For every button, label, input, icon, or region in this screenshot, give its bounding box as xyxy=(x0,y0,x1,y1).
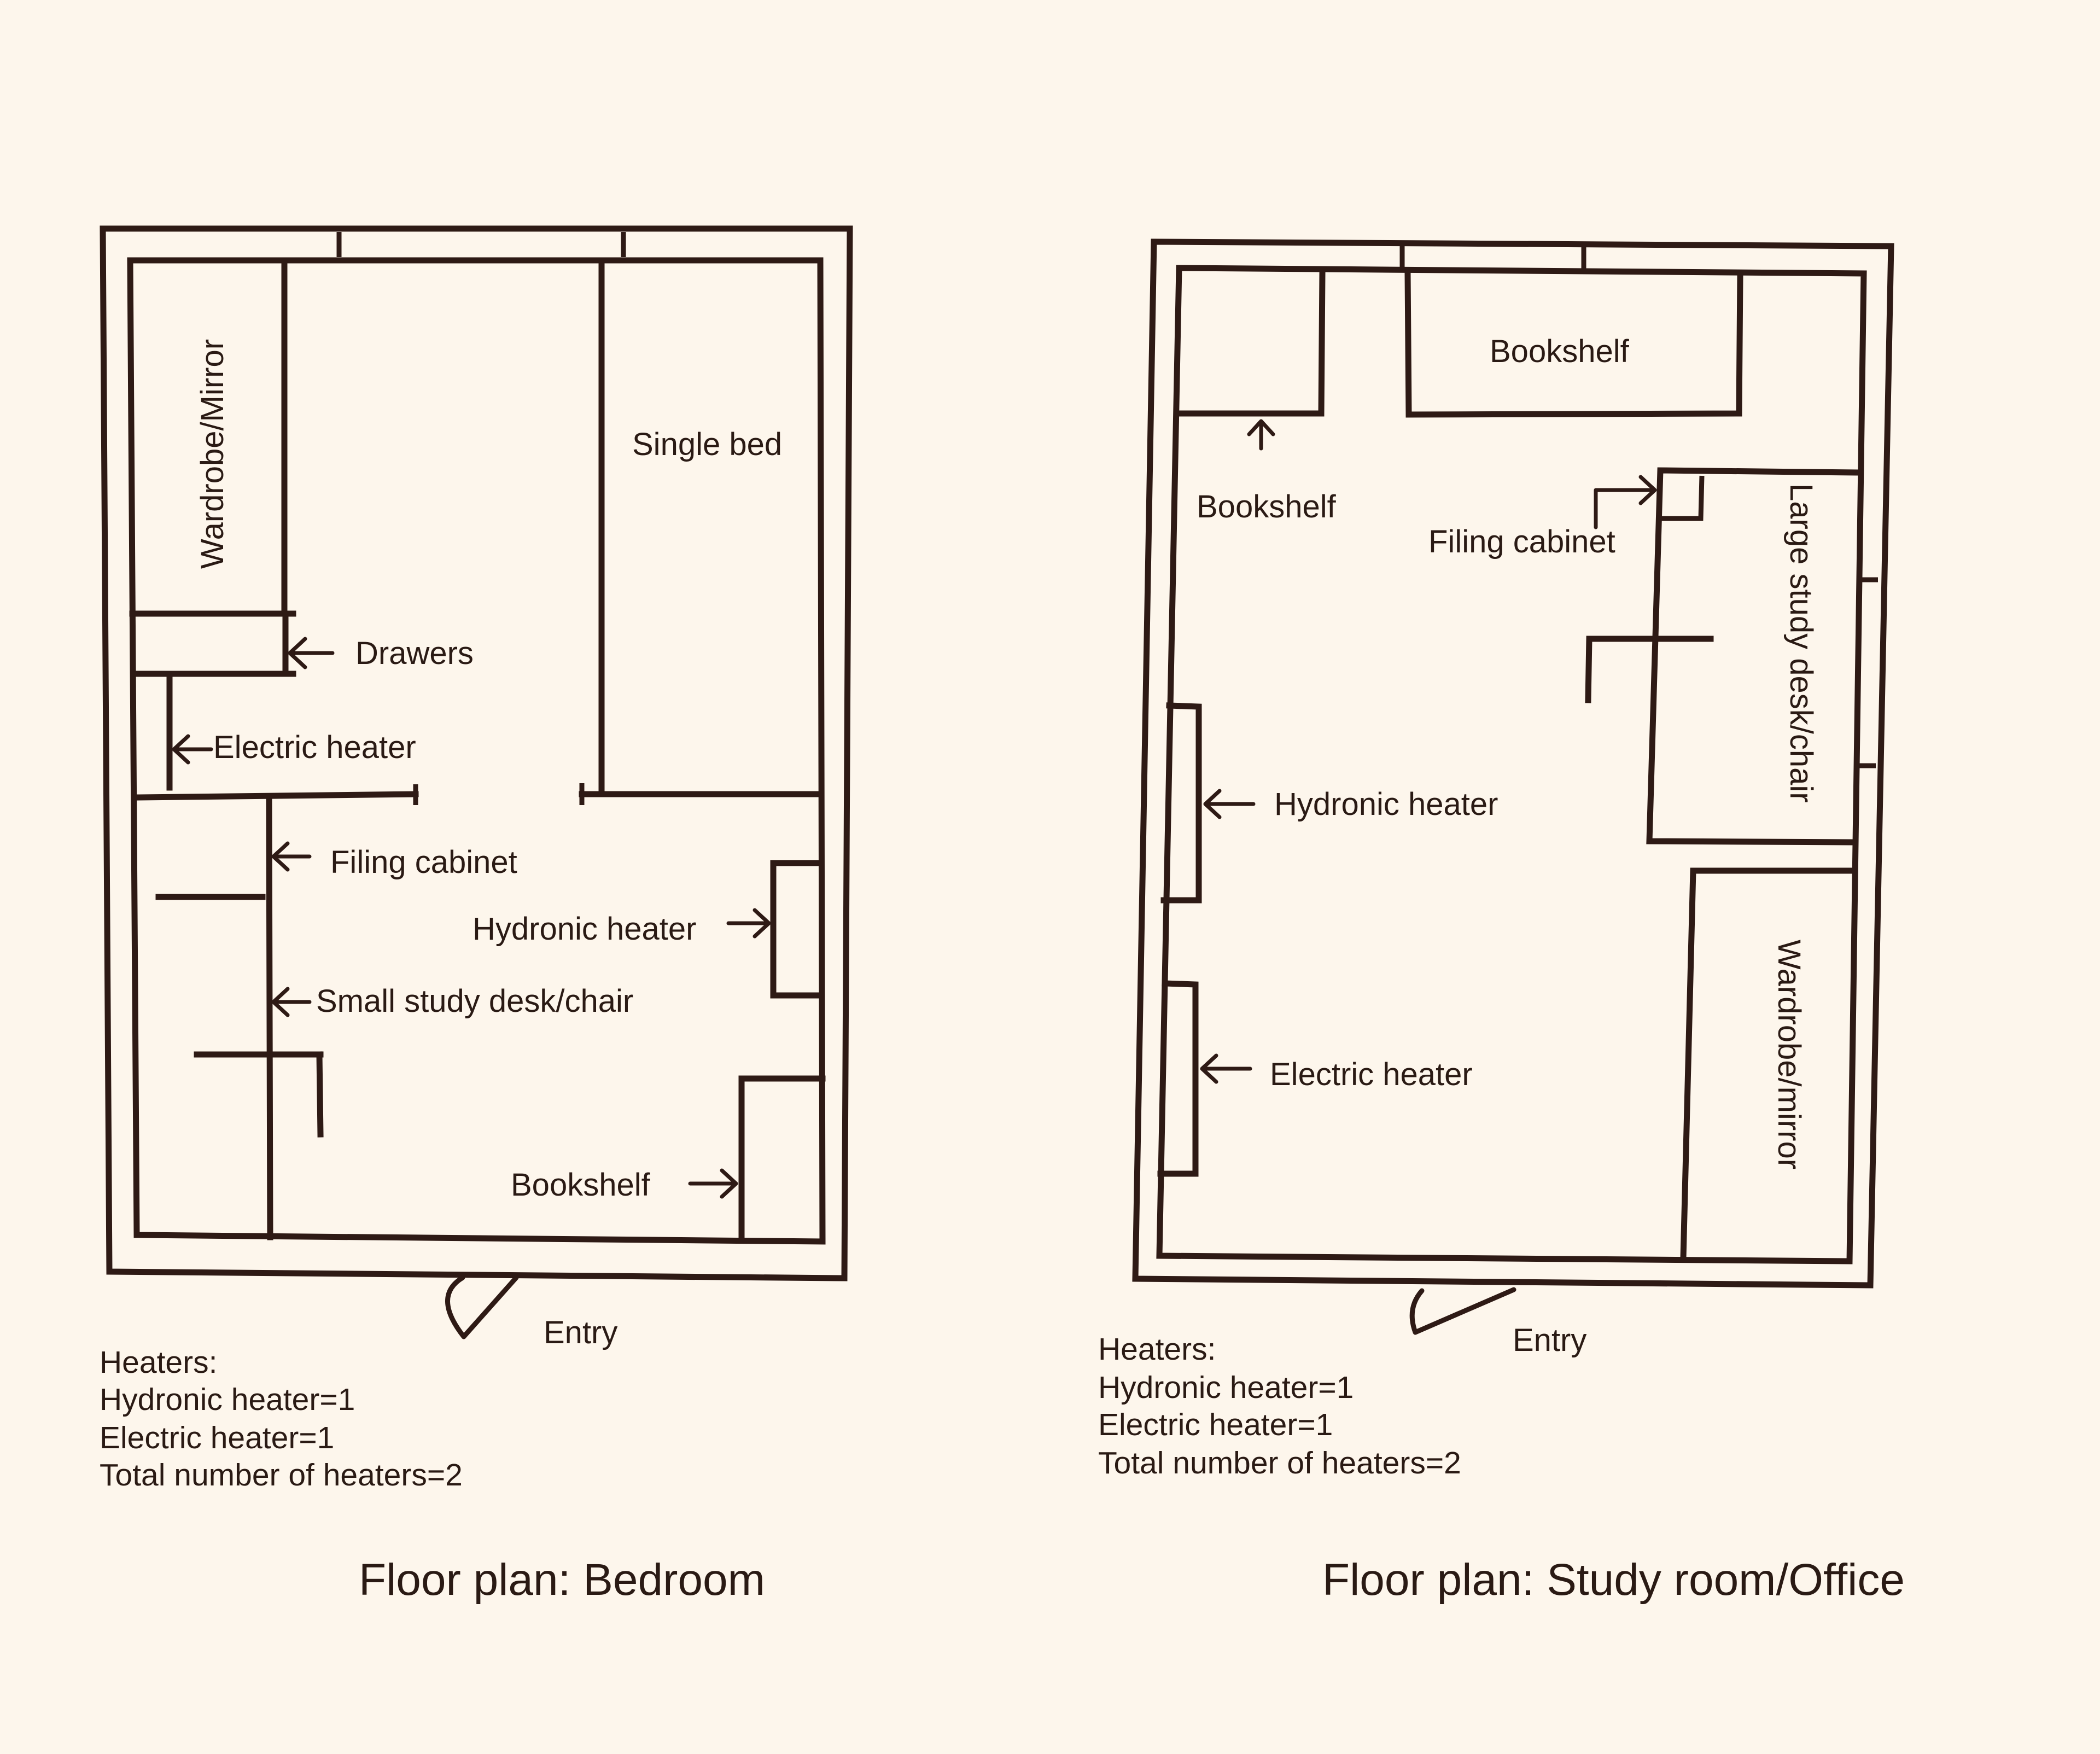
bedroom-entry-label: Entry xyxy=(544,1315,617,1350)
study-arrows xyxy=(1200,419,1657,1084)
bedroom-wardrobe-label: Wardrobe/Mirror xyxy=(195,339,230,569)
study-bookshelf-top-unit xyxy=(1404,270,1743,418)
study-electric-heater-label: Electric heater xyxy=(1270,1057,1473,1092)
drawers-arrow-icon xyxy=(288,637,335,669)
bedroom-walls xyxy=(100,225,853,1281)
study-plan: Bookshelf Bookshelf Filing cabinet Large… xyxy=(1098,238,1905,1605)
study-door xyxy=(1409,1287,1516,1335)
small-desk-arrow-icon xyxy=(271,987,312,1017)
bedroom-middle-wall xyxy=(133,784,419,805)
bedroom-single-bed-label: Single bed xyxy=(632,427,782,462)
study-notes-hydronic: Hydronic heater=1 xyxy=(1098,1370,1354,1405)
electric-heater-arrow-icon xyxy=(172,734,213,765)
study-walls xyxy=(1132,238,1894,1289)
bedroom-wardrobe xyxy=(129,259,296,677)
bookshelf-arrow-icon xyxy=(688,1168,738,1199)
study-caption: Floor plan: Study room/Office xyxy=(1322,1555,1905,1605)
study-entry-label: Entry xyxy=(1513,1322,1586,1358)
study-hydronic-heater-unit xyxy=(1160,702,1202,904)
bedroom-filing-cabinet xyxy=(155,795,273,1240)
electric-heater-arrow-icon xyxy=(1200,1053,1252,1084)
bedroom-drawers-label: Drawers xyxy=(355,636,474,671)
study-large-desk-unit xyxy=(1585,467,1859,846)
study-large-desk-label: Large study desk/chair xyxy=(1783,483,1819,803)
study-heater-notes: Heaters: Hydronic heater=1 Electric heat… xyxy=(1098,1332,1461,1481)
study-bookshelf-top-label: Bookshelf xyxy=(1490,334,1630,369)
bedroom-bookshelf-unit xyxy=(738,1075,826,1240)
filing-cabinet-arrow-icon xyxy=(1594,475,1657,529)
bookshelf-left-arrow-icon xyxy=(1247,419,1275,451)
bedroom-bed xyxy=(579,259,824,805)
bedroom-electric-heater-label: Electric heater xyxy=(213,730,416,765)
study-notes-total: Total number of heaters=2 xyxy=(1098,1446,1461,1481)
bedroom-caption: Floor plan: Bedroom xyxy=(359,1555,765,1605)
bedroom-hydronic-heater-unit xyxy=(770,860,825,999)
bedroom-notes-heading: Heaters: xyxy=(100,1345,217,1380)
study-notes-heading: Heaters: xyxy=(1098,1332,1216,1367)
bedroom-notes-hydronic: Hydronic heater=1 xyxy=(100,1382,355,1417)
bedroom-heater-notes: Heaters: Hydronic heater=1 Electric heat… xyxy=(100,1345,463,1493)
study-wardrobe-unit xyxy=(1680,867,1853,1261)
bedroom-filing-cabinet-label: Filing cabinet xyxy=(330,844,517,880)
bedroom-arrows xyxy=(172,637,771,1199)
study-wardrobe-label: Wardrobe/mirror xyxy=(1771,940,1807,1169)
study-hydronic-heater-label: Hydronic heater xyxy=(1274,786,1498,822)
study-electric-heater-unit xyxy=(1157,980,1199,1177)
study-bookshelf-left-unit xyxy=(1175,270,1326,417)
study-bookshelf-left-label: Bookshelf xyxy=(1197,489,1337,525)
study-notes-electric: Electric heater=1 xyxy=(1098,1407,1333,1442)
bedroom-door xyxy=(445,1275,519,1339)
study-filing-cabinet-label: Filing cabinet xyxy=(1428,524,1615,560)
bedroom-small-desk-label: Small study desk/chair xyxy=(316,983,633,1019)
bedroom-plan: Wardrobe/Mirror Single bed Drawers Elect… xyxy=(100,225,853,1605)
hydronic-heater-arrow-icon xyxy=(726,908,771,939)
hydronic-heater-arrow-icon xyxy=(1203,789,1256,819)
bedroom-bookshelf-label: Bookshelf xyxy=(511,1167,651,1203)
bedroom-notes-electric: Electric heater=1 xyxy=(100,1420,334,1455)
bedroom-notes-total: Total number of heaters=2 xyxy=(100,1458,463,1493)
filing-cabinet-arrow-icon xyxy=(271,841,312,872)
bedroom-hydronic-heater-label: Hydronic heater xyxy=(472,911,696,947)
bedroom-small-desk xyxy=(194,1051,324,1138)
